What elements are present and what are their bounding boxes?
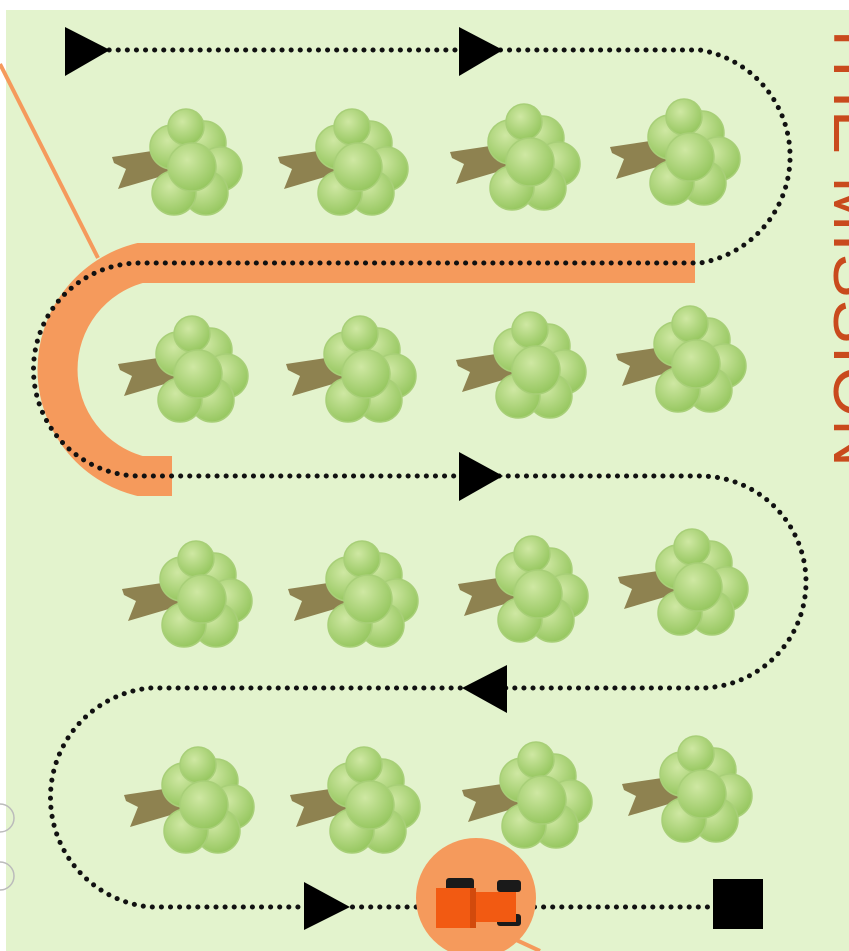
mission-title: THE MISSION (820, 18, 849, 469)
direction-arrow-icon (304, 882, 350, 930)
tractor-icon (416, 838, 536, 951)
callout-line (0, 63, 100, 259)
route-path (31, 47, 809, 910)
finish-square-icon (713, 879, 763, 929)
edge-circle-fragment (0, 861, 15, 891)
direction-arrow-icon (459, 452, 503, 501)
active-segment-highlight (37, 243, 695, 496)
direction-arrow-icon (462, 665, 507, 713)
edge-circle-fragment (0, 803, 15, 833)
start-arrow-icon (65, 27, 110, 76)
direction-arrow-icon (459, 27, 503, 76)
